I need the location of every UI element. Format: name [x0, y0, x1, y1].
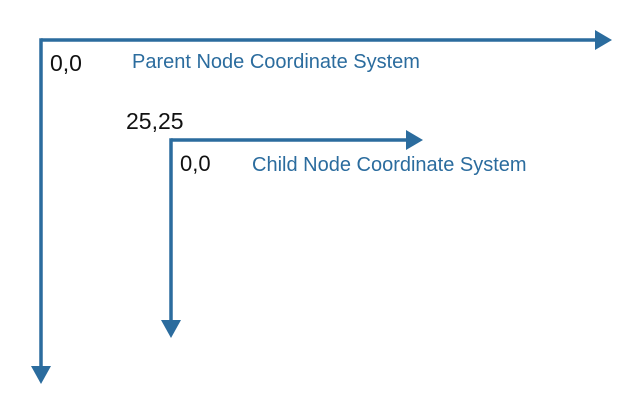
- child-origin-label: 0,0: [180, 151, 211, 176]
- child-y-axis-arrowhead: [161, 320, 181, 338]
- child-offset-label: 25,25: [126, 108, 184, 134]
- child-axes: [161, 130, 423, 338]
- parent-system-label: Parent Node Coordinate System: [132, 51, 420, 73]
- parent-origin-label: 0,0: [50, 50, 82, 76]
- child-x-axis-arrowhead: [406, 130, 423, 150]
- parent-y-axis-arrowhead: [31, 366, 51, 384]
- parent-axes: [31, 30, 612, 384]
- child-system-label: Child Node Coordinate System: [252, 154, 527, 176]
- parent-x-axis-arrowhead: [595, 30, 612, 50]
